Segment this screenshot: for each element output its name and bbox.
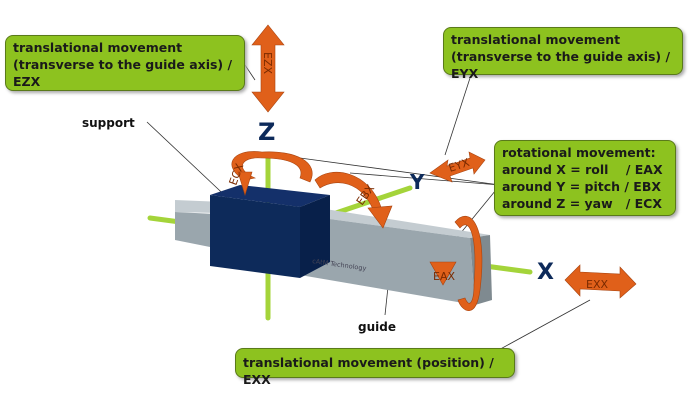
axis-z-label: Z: [258, 118, 276, 146]
support-label: support: [82, 116, 135, 130]
eyx-label: EYX: [447, 156, 472, 175]
rot-y: around Y = pitch / EBX: [502, 179, 662, 194]
rot-title: rotational movement:: [502, 145, 656, 160]
eyx-line1: translational movement: [451, 32, 621, 47]
exx-callout: translational movement (position) / EXX: [235, 348, 515, 387]
exx-arrow: [564, 264, 637, 299]
ezx-callout: translational movement (transverse to th…: [5, 35, 245, 91]
exx-label: EXX: [586, 278, 608, 291]
ecx-arc: [231, 151, 313, 183]
ebx-head: [367, 205, 393, 229]
rotation-callout: rotational movement: around X = roll / E…: [494, 140, 676, 216]
axis-y-label: Y: [410, 170, 425, 194]
eyx-callout: translational movement (transverse to th…: [443, 27, 683, 81]
rot-x: around X = roll / EAX: [502, 162, 663, 177]
eax-label: EAX: [433, 270, 455, 283]
support-block: [210, 185, 330, 278]
eax-head: [429, 261, 457, 286]
ezx-label: EZX: [261, 52, 274, 74]
ezx-line1: translational movement: [13, 40, 183, 55]
eax-arc: [454, 216, 483, 312]
ezx-arrow: [251, 24, 285, 113]
leader-lines: [146, 64, 591, 353]
eyx-line2: (transverse to the guide axis) / EYX: [451, 49, 671, 81]
ezx-line2: (transverse to the guide axis) / EZX: [13, 57, 233, 89]
ecx-head: [237, 171, 253, 197]
eyx-arrow: [429, 151, 486, 183]
axis-x-label: X: [537, 260, 554, 285]
guide-label: guide: [358, 320, 396, 334]
exx-text: translational movement (position) / EXX: [243, 355, 494, 387]
rot-z: around Z = yaw / ECX: [502, 196, 662, 211]
arrows: [231, 24, 637, 312]
